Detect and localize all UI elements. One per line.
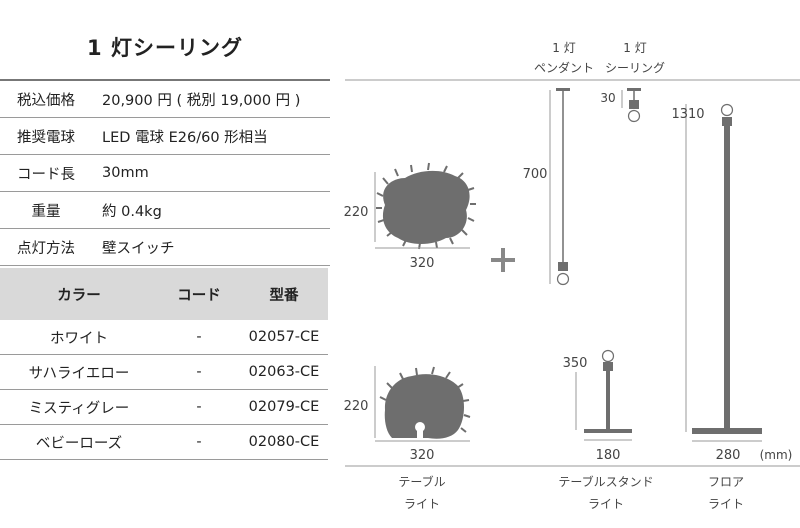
ceiling-height-label: 30 <box>600 91 615 105</box>
caption-floor-line1: フロア <box>708 475 744 489</box>
pendant-label-line1: 1 灯 <box>552 41 575 55</box>
model-number: 02080-CE <box>240 424 328 460</box>
caption-floor-line2: ライト <box>708 497 744 511</box>
spec-label: コード長 <box>0 154 92 192</box>
table-stand-height-label: 350 <box>563 356 588 371</box>
spec-label: 税込価格 <box>0 79 92 118</box>
page-title: 1 灯シーリング <box>87 36 243 60</box>
spec-value: 約 0.4kg <box>92 191 330 229</box>
header-model: 型番 <box>240 268 328 320</box>
spec-label: 重量 <box>0 191 92 229</box>
color-code: - <box>158 354 240 390</box>
pendant-height-label: 700 <box>523 167 548 182</box>
color-name: ベビーローズ <box>0 424 158 460</box>
floor-height-label: 1310 <box>671 107 704 122</box>
model-number: 02057-CE <box>240 320 328 355</box>
spec-label: 推奨電球 <box>0 117 92 155</box>
spec-row: 点灯方法壁スイッチ <box>0 228 330 266</box>
floor-width-label: 280 <box>716 448 741 463</box>
table-row: ベビーローズ - 02080-CE <box>0 424 328 460</box>
color-name: ミスティグレー <box>0 389 158 425</box>
color-name: サハライエロー <box>0 354 158 390</box>
shade-bottom-width-label: 320 <box>410 448 435 463</box>
table-row: ホワイト - 02057-CE <box>0 320 328 355</box>
color-code: - <box>158 424 240 460</box>
model-number: 02079-CE <box>240 389 328 425</box>
shade-bottom-illustration <box>379 366 471 439</box>
table-stand-illustration <box>584 349 632 433</box>
shade-bottom-height-label: 220 <box>344 399 369 414</box>
plus-icon <box>491 248 515 272</box>
color-name: ホワイト <box>0 320 158 355</box>
caption-table-line2: ライト <box>404 497 440 511</box>
caption-table-stand-line2: ライト <box>588 497 624 511</box>
ceiling-light-illustration <box>627 88 641 123</box>
header-code: コード <box>158 268 240 320</box>
ceiling-label-line2: シーリング <box>605 61 665 75</box>
color-code: - <box>158 320 240 355</box>
spec-value: 30mm <box>92 154 330 192</box>
color-code: - <box>158 389 240 425</box>
shade-top-width-label: 320 <box>410 256 435 271</box>
ceiling-label-line1: 1 灯 <box>623 41 646 55</box>
caption-table-line1: テーブル <box>398 474 445 489</box>
header-color: カラー <box>0 268 158 320</box>
pendant-label-line2: ペンダント <box>534 60 594 75</box>
spec-label: 点灯方法 <box>0 228 92 266</box>
table-stand-width-label: 180 <box>596 448 621 463</box>
spec-value: 壁スイッチ <box>92 228 330 266</box>
color-table-header: カラー コード 型番 <box>0 268 328 320</box>
floor-lamp-illustration <box>692 103 762 434</box>
pendant-illustration <box>556 88 570 286</box>
caption-table-stand-line1: テーブルスタンド <box>558 474 653 489</box>
color-table: カラー コード 型番 ホワイト - 02057-CE サハライエロー - 020… <box>0 268 328 460</box>
unit-label: (mm) <box>760 448 793 462</box>
spec-value: LED 電球 E26/60 形相当 <box>92 117 330 155</box>
shade-top-illustration <box>376 162 476 250</box>
shade-top-height-label: 220 <box>344 205 369 220</box>
table-row: ミスティグレー - 02079-CE <box>0 389 328 425</box>
spec-row: 重量約 0.4kg <box>0 191 330 229</box>
spec-value: 20,900 円 ( 税別 19,000 円 ) <box>92 79 330 118</box>
table-row: サハライエロー - 02063-CE <box>0 354 328 390</box>
model-number: 02063-CE <box>240 354 328 390</box>
